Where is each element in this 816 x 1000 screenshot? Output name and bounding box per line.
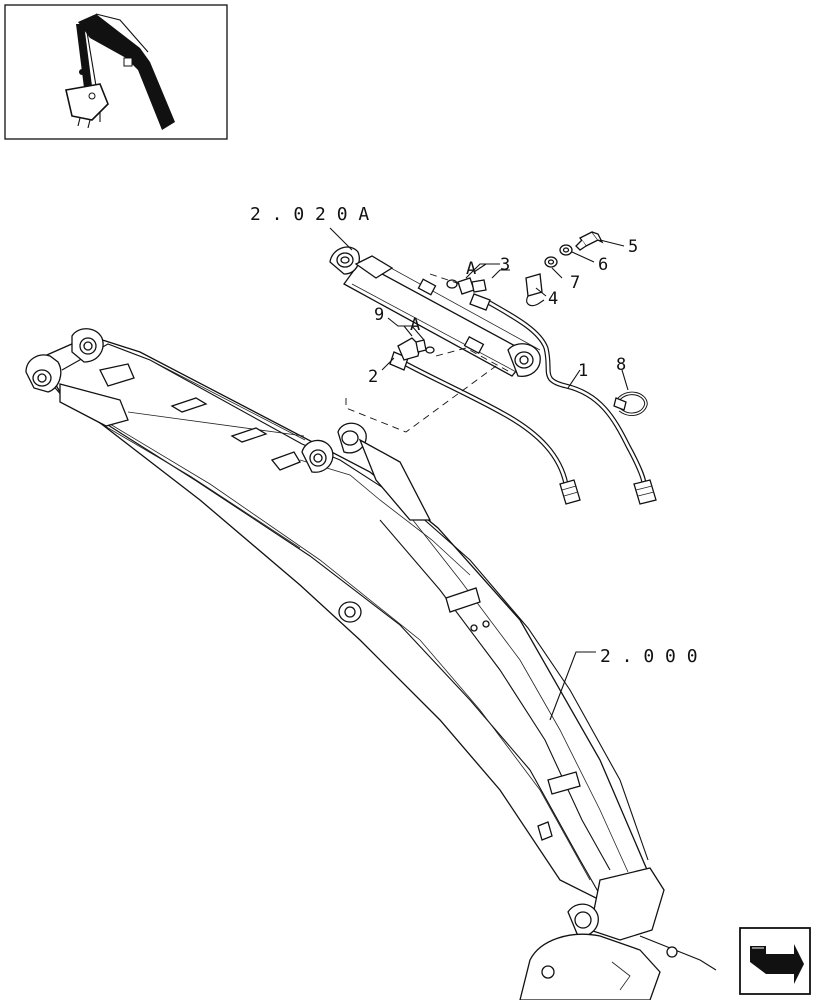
next-page-arrow-icon[interactable] bbox=[739, 927, 811, 995]
bolt-5 bbox=[575, 231, 604, 251]
callout-2: 2 bbox=[368, 367, 378, 387]
cylinder-group-reference: 2 . 0 2 0 A bbox=[250, 204, 369, 225]
callout-3: 3 bbox=[500, 255, 510, 275]
callout-detail-a-lower: A bbox=[410, 315, 420, 335]
callout-4: 4 bbox=[548, 289, 558, 309]
leader-lines bbox=[329, 227, 629, 721]
excavator-arm-thumbnail-icon[interactable] bbox=[4, 4, 228, 140]
callout-5: 5 bbox=[628, 237, 638, 257]
hose-1 bbox=[469, 293, 657, 505]
washer-7 bbox=[544, 256, 558, 268]
excavator-arm bbox=[25, 328, 717, 1000]
callout-9: 9 bbox=[374, 305, 384, 325]
fitting-9 bbox=[397, 337, 435, 361]
callout-detail-a-upper: A bbox=[466, 259, 476, 279]
callout-8: 8 bbox=[616, 355, 626, 375]
bucket-cylinder bbox=[329, 246, 541, 377]
callout-7: 7 bbox=[570, 273, 580, 293]
washer-6 bbox=[559, 244, 573, 256]
band-8 bbox=[613, 391, 648, 416]
hose-2 bbox=[389, 351, 581, 505]
clamp-4 bbox=[525, 273, 545, 307]
callout-1: 1 bbox=[578, 361, 588, 381]
arm-group-reference: 2 . 0 0 0 bbox=[600, 646, 698, 667]
fitting-3 bbox=[446, 277, 487, 295]
callout-6: 6 bbox=[598, 255, 608, 275]
